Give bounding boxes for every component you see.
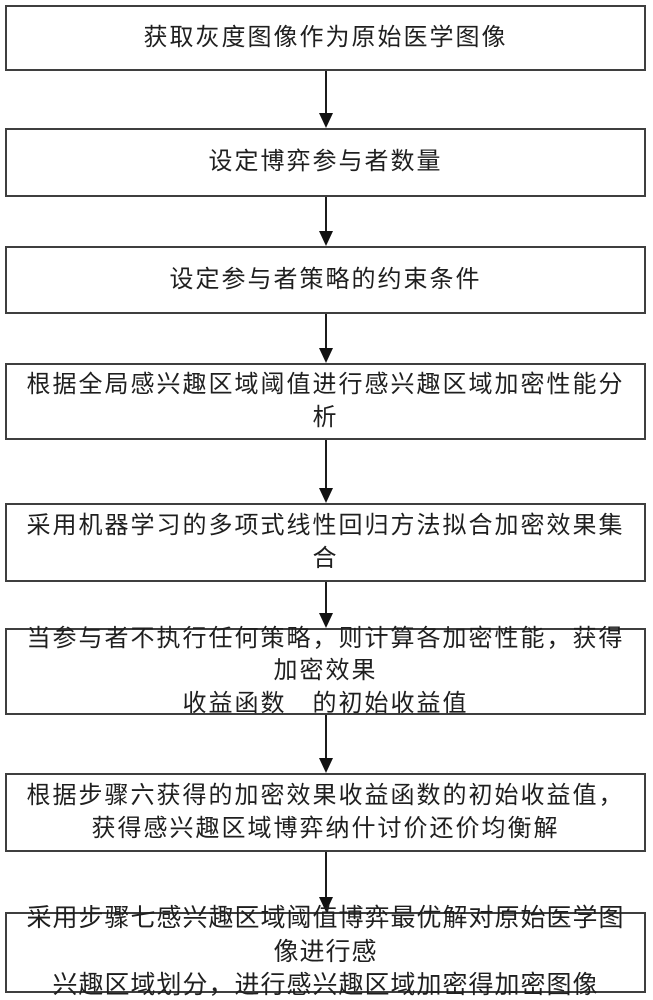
flow-step-2-label: 设定博弈参与者数量 <box>195 146 457 178</box>
arrow-shaft <box>325 440 327 489</box>
flow-step-1-label: 获取灰度图像作为原始医学图像 <box>130 22 522 54</box>
flow-step-6-label: 当参与者不执行任何策略，则计算各加密性能，获得加密效果 收益函数 的初始收益值 <box>7 623 644 720</box>
arrow-down-1 <box>318 71 334 128</box>
arrow-down-5 <box>318 582 334 628</box>
arrow-shaft <box>325 852 327 898</box>
arrowhead-icon <box>319 113 333 128</box>
arrow-shaft <box>325 197 327 232</box>
flow-step-3-label: 设定参与者策略的约束条件 <box>156 264 496 296</box>
arrowhead-icon <box>319 348 333 363</box>
flow-step-7-label: 根据步骤六获得的加密效果收益函数的初始收益值， 获得感兴趣区域博弈纳什讨价还价均… <box>13 780 639 845</box>
arrowhead-icon <box>319 488 333 503</box>
arrowhead-icon <box>319 231 333 246</box>
arrow-down-3 <box>318 314 334 363</box>
flow-step-8-box: 采用步骤七感兴趣区域阈值博弈最优解对原始医学图像进行感 兴趣区域划分，进行感兴趣… <box>5 912 646 993</box>
arrow-down-6 <box>318 715 334 773</box>
arrow-shaft <box>325 71 327 114</box>
flow-step-8-label: 采用步骤七感兴趣区域阈值博弈最优解对原始医学图像进行感 兴趣区域划分，进行感兴趣… <box>7 902 644 1000</box>
flow-step-6-box: 当参与者不执行任何策略，则计算各加密性能，获得加密效果 收益函数 的初始收益值 <box>5 628 646 715</box>
flow-step-5-box: 采用机器学习的多项式线性回归方法拟合加密效果集合 <box>5 503 646 582</box>
flow-step-3-box: 设定参与者策略的约束条件 <box>5 246 646 314</box>
flow-step-4-label: 根据全局感兴趣区域阈值进行感兴趣区域加密性能分析 <box>7 369 644 434</box>
flow-step-2-box: 设定博弈参与者数量 <box>5 128 646 197</box>
arrow-shaft <box>325 314 327 349</box>
arrow-down-4 <box>318 440 334 503</box>
flow-step-4-box: 根据全局感兴趣区域阈值进行感兴趣区域加密性能分析 <box>5 363 646 440</box>
flow-step-5-label: 采用机器学习的多项式线性回归方法拟合加密效果集合 <box>7 510 644 575</box>
arrowhead-icon <box>319 758 333 773</box>
arrow-shaft <box>325 582 327 614</box>
arrow-shaft <box>325 715 327 759</box>
flow-step-1-box: 获取灰度图像作为原始医学图像 <box>5 5 646 71</box>
arrow-down-2 <box>318 197 334 246</box>
flow-step-7-box: 根据步骤六获得的加密效果收益函数的初始收益值， 获得感兴趣区域博弈纳什讨价还价均… <box>5 773 646 852</box>
